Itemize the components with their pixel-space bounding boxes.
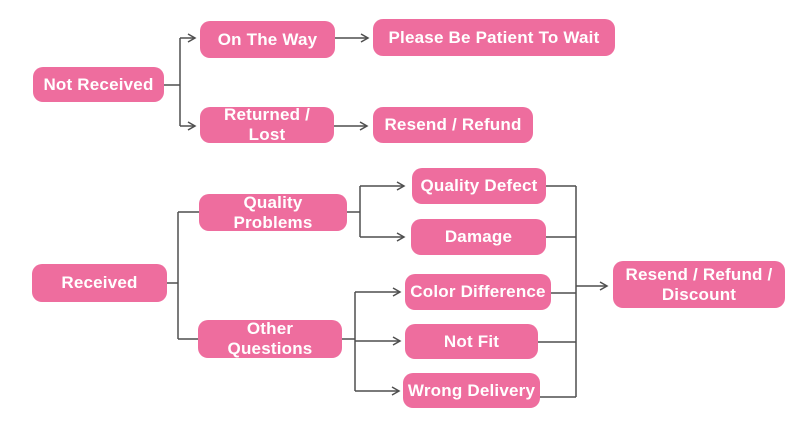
node-returned-lost: Returned / Lost: [200, 105, 334, 144]
node-received: Received: [32, 264, 167, 302]
node-color-difference: Color Difference: [405, 274, 551, 310]
node-damage: Damage: [411, 219, 546, 255]
node-wrong-delivery: Wrong Delivery: [403, 373, 540, 408]
node-resend-refund-discount: Resend / Refund / Discount: [613, 261, 785, 308]
node-on-the-way: On The Way: [200, 21, 335, 58]
node-please-be-patient-to-wait: Please Be Patient To Wait: [373, 19, 615, 56]
node-not-fit: Not Fit: [405, 324, 538, 359]
node-quality-problems: Quality Problems: [199, 193, 347, 232]
node-not-received: Not Received: [33, 67, 164, 102]
node-quality-defect: Quality Defect: [412, 168, 546, 204]
node-other-questions: Other Questions: [198, 319, 342, 358]
node-resend-refund: Resend / Refund: [373, 107, 533, 143]
